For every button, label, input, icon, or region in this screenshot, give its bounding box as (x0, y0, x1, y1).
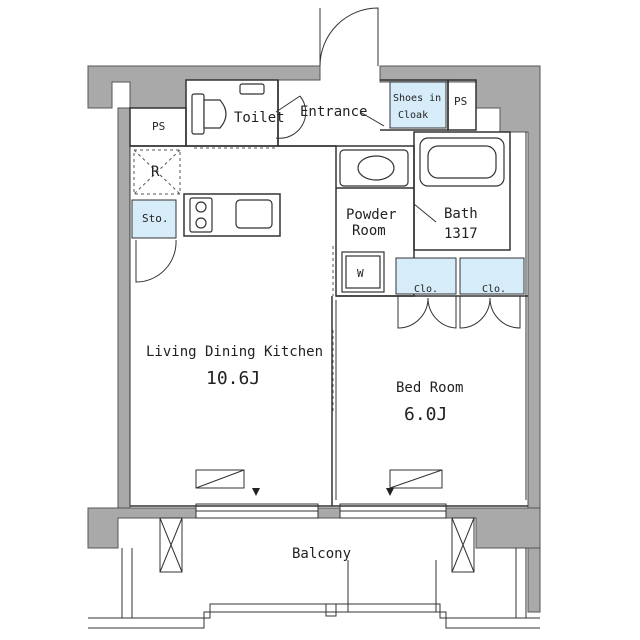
label-shoes-cloak-1: Shoes in (393, 93, 441, 104)
kitchen-fixtures (189, 197, 273, 233)
label-refrigerator: R (151, 164, 160, 180)
powder-room-fixtures (339, 149, 409, 293)
label-bedroom: Bed Room (396, 380, 463, 396)
storage-door (135, 239, 177, 283)
interior-walls (129, 79, 528, 507)
label-ldk: Living Dining Kitchen (146, 344, 323, 360)
bath-door (413, 203, 437, 223)
label-powder-room-1: Powder (346, 207, 397, 223)
toilet-door (275, 95, 307, 139)
room-labels: Toilet Entrance Shoes in Cloak PS PS R S… (142, 93, 506, 562)
inner-wall-lines (129, 108, 527, 506)
doors (135, 7, 437, 283)
label-ps-left: PS (152, 120, 165, 133)
label-entrance: Entrance (300, 104, 367, 120)
label-ps-right: PS (454, 95, 467, 108)
label-balcony: Balcony (292, 546, 351, 562)
closet-2 (459, 257, 525, 295)
balcony-area (88, 517, 540, 629)
sliding-windows (195, 469, 447, 519)
label-bedroom-size: 6.0J (404, 404, 447, 425)
bathtub (419, 137, 505, 187)
toilet-fixture (191, 83, 265, 135)
closet-1 (395, 257, 457, 295)
label-toilet: Toilet (234, 110, 285, 126)
label-bath-size: 1317 (444, 226, 478, 242)
label-bath: Bath (444, 206, 478, 222)
label-shoes-cloak-2: Cloak (398, 110, 428, 121)
label-powder-room-2: Room (352, 223, 386, 239)
storage-areas (131, 81, 525, 295)
label-washer: W (357, 267, 364, 280)
refrigerator-space (133, 149, 181, 195)
window-arrows (252, 488, 394, 496)
label-storage: Sto. (142, 212, 169, 225)
storage-closet (131, 199, 177, 239)
shoes-cloak (389, 81, 447, 129)
label-closet-1: Clo. (414, 284, 438, 295)
entrance-door (319, 7, 379, 67)
label-ldk-size: 10.6J (206, 368, 260, 389)
label-closet-2: Clo. (482, 284, 506, 295)
closet-doors (397, 296, 521, 329)
dashed-partitions (194, 147, 334, 412)
